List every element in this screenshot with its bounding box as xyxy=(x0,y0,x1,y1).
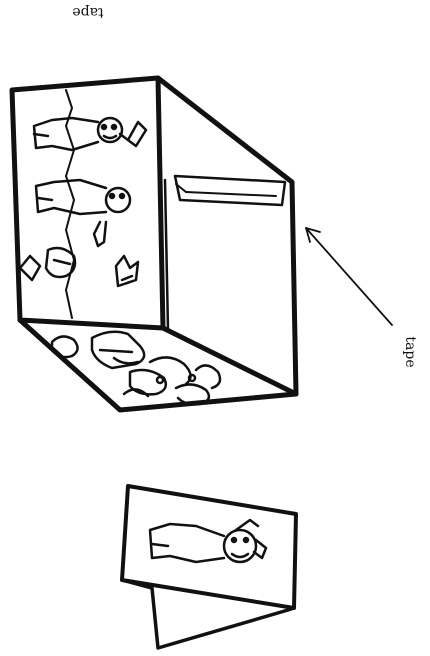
arrow-tape-label: tape xyxy=(402,336,418,367)
box-inner-edge xyxy=(165,180,168,330)
card-main-panel xyxy=(122,486,296,608)
panel-crack-line xyxy=(66,90,74,318)
card-figure xyxy=(150,520,266,562)
card-folded-flap xyxy=(122,580,294,648)
front-panel-figure-2 xyxy=(36,180,130,246)
box-top-edge xyxy=(158,78,296,394)
front-panel-figure-1 xyxy=(34,118,146,150)
tape-arrow xyxy=(306,228,392,325)
open-box xyxy=(12,78,296,410)
box-bottom-face xyxy=(20,320,296,410)
tape-strip xyxy=(175,176,285,205)
loose-card xyxy=(122,486,296,648)
top-tape-label: tape xyxy=(72,4,103,20)
front-panel-objects xyxy=(20,248,138,286)
box-front-panel xyxy=(12,78,163,328)
